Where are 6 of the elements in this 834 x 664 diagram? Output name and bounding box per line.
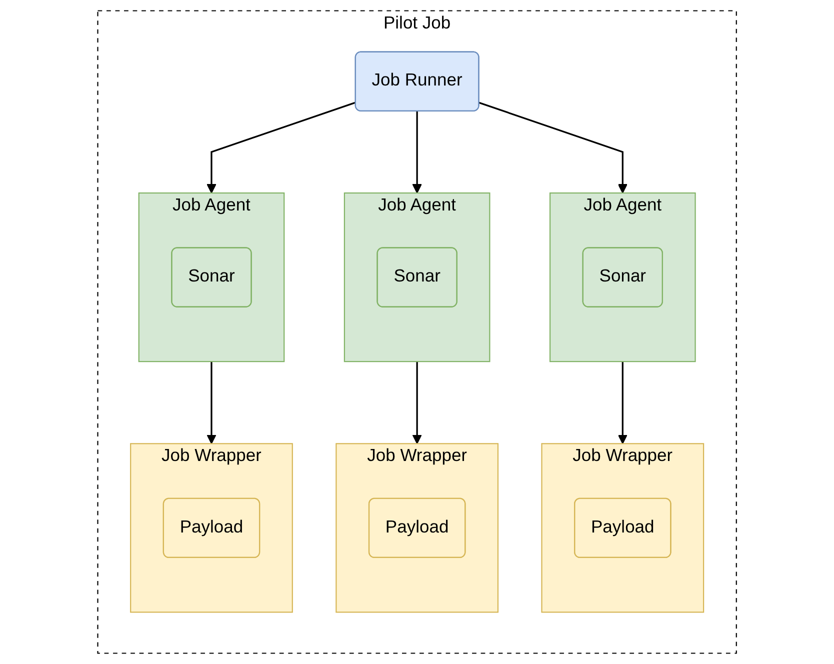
arrow	[412, 110, 422, 194]
arrow	[478, 102, 628, 194]
arrow	[206, 102, 356, 194]
arrow	[206, 362, 216, 444]
arrow	[618, 362, 628, 444]
arrow	[412, 362, 422, 444]
